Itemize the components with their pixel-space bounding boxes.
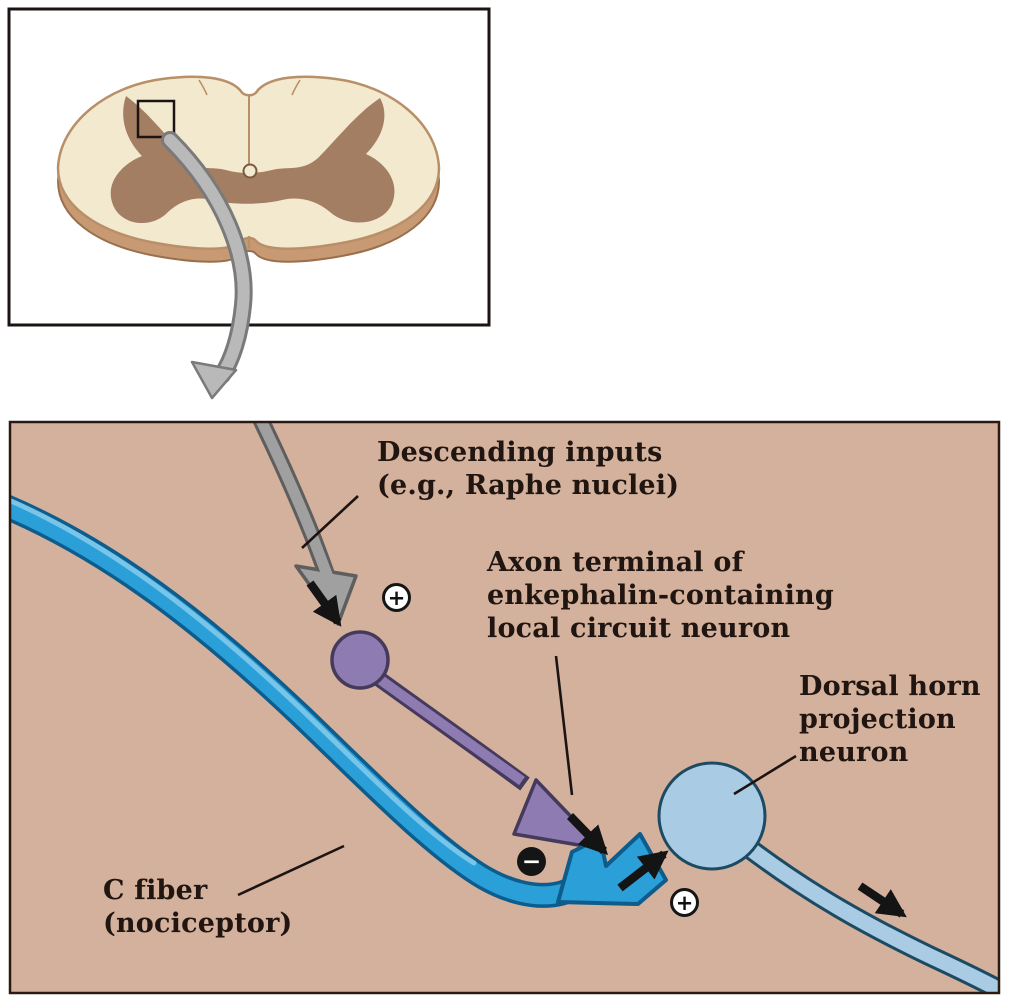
plus-icon: + — [670, 888, 699, 917]
label-cfiber-line2: (nociceptor) — [103, 908, 293, 939]
projection-neuron-axon — [738, 836, 999, 993]
label-enkephalin-line3: local circuit neuron — [487, 613, 791, 644]
magnifier-arrow-icon — [161, 131, 253, 400]
projection-neuron-soma — [657, 761, 767, 871]
flow-arrow-output-icon — [857, 882, 907, 918]
label-enkephalin-line2: enkephalin-containing — [487, 580, 834, 611]
leader-projection — [733, 754, 797, 796]
leader-lines — [237, 495, 797, 897]
flow-arrow-excitatory-icon — [617, 850, 669, 892]
leader-cfiber — [237, 844, 345, 897]
flow-arrow-descending-icon — [306, 580, 342, 627]
enkephalin-neuron-soma — [330, 630, 390, 690]
minus-icon: − — [517, 847, 546, 876]
label-enkephalin-terminal: Axon terminal of enkephalin-containing l… — [487, 546, 834, 645]
enkephalin-interneuron — [330, 630, 604, 851]
label-projection-neuron: Dorsal horn projection neuron — [799, 670, 981, 769]
label-projection-line1: Dorsal horn — [799, 671, 981, 702]
label-descending-inputs-line2: (e.g., Raphe nuclei) — [377, 470, 680, 501]
label-descending-inputs: Descending inputs (e.g., Raphe nuclei) — [377, 436, 679, 502]
label-projection-line3: neuron — [799, 737, 909, 768]
label-enkephalin-line1: Axon terminal of — [487, 547, 744, 578]
dorsal-sulcus-right — [291, 79, 301, 96]
label-c-fiber: C fiber (nociceptor) — [103, 874, 293, 940]
dorsal-sulcus-left — [198, 79, 208, 96]
label-projection-line2: projection — [799, 704, 956, 735]
label-cfiber-line1: C fiber — [103, 875, 208, 906]
flow-arrow-inhibitory-icon — [566, 813, 609, 856]
panel-content — [10, 422, 999, 993]
cord-gray-matter — [110, 96, 395, 224]
panel-border — [8, 420, 1001, 995]
region-marker-square — [136, 99, 176, 139]
leader-descending — [301, 495, 359, 549]
label-descending-inputs-line1: Descending inputs — [377, 437, 663, 468]
central-canal — [242, 163, 258, 179]
plus-icon: + — [382, 583, 411, 612]
leader-enkephalin — [554, 655, 574, 796]
signal-flow-arrows — [306, 580, 907, 918]
